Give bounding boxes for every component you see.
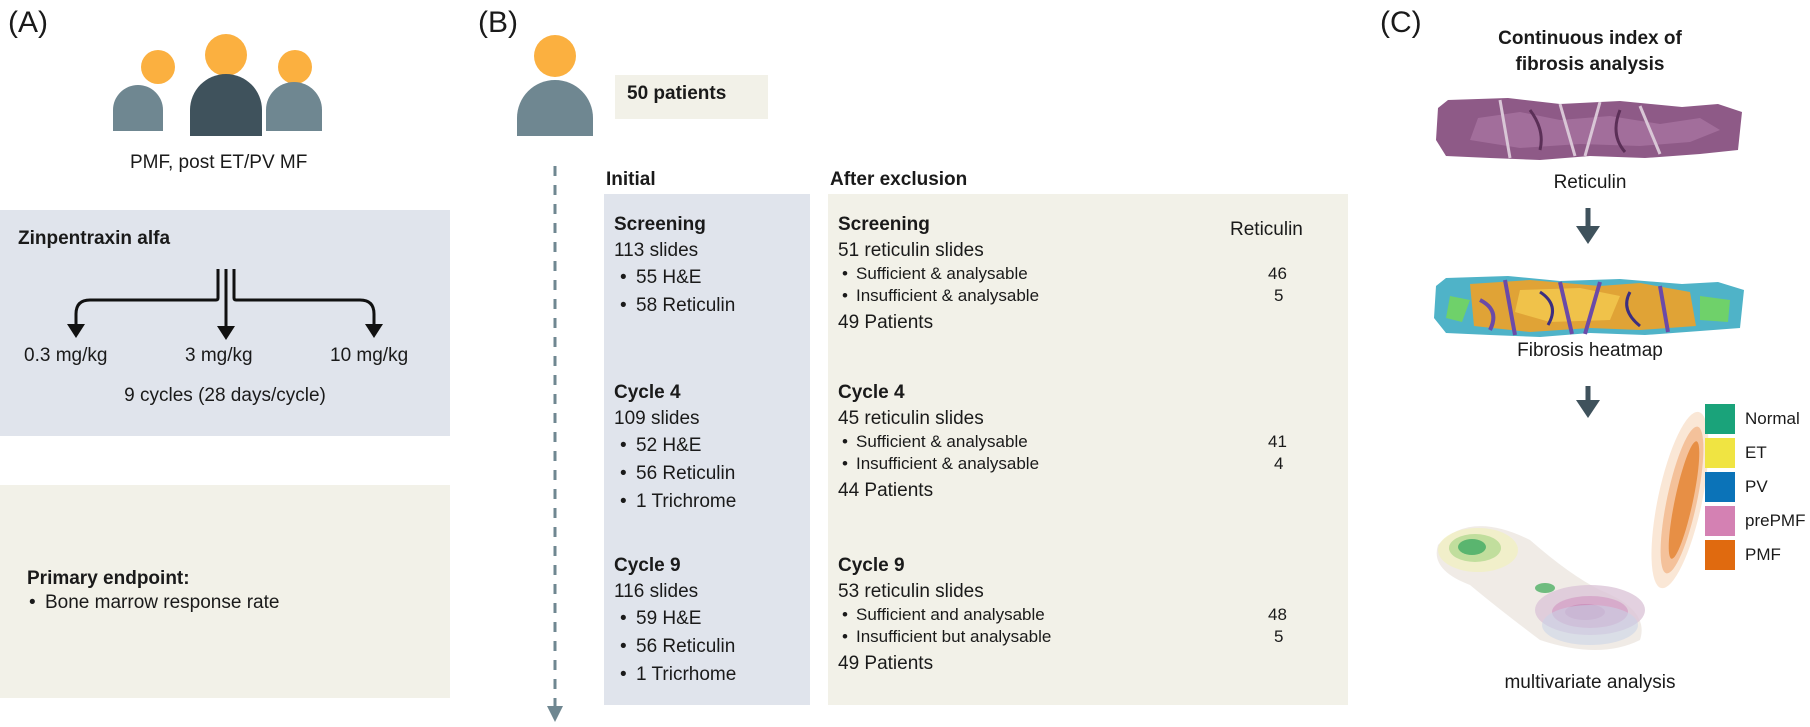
heatmap-step-label: Fibrosis heatmap <box>1517 340 1663 361</box>
legend-swatch <box>1705 472 1735 502</box>
dose-mid: 3 mg/kg <box>185 345 253 366</box>
cycles-label: 9 cycles (28 days/cycle) <box>124 385 326 406</box>
list-item: Insufficient & analysable <box>838 286 1039 305</box>
legend-item-normal: Normal <box>1705 402 1805 436</box>
legend-swatch <box>1705 506 1735 536</box>
legend-item-et: ET <box>1705 436 1805 470</box>
after-cycle4: Cycle 4 45 reticulin slides Sufficient &… <box>838 382 1338 502</box>
list-item: 1 Tricrhome <box>614 661 804 689</box>
legend-item-pmf: PMF <box>1705 538 1805 572</box>
dose-high: 10 mg/kg <box>330 345 409 366</box>
list-item: Sufficient & analysable <box>838 264 1028 283</box>
patients-count: 50 patients <box>627 83 727 104</box>
patients-box <box>615 75 768 119</box>
list-item: Sufficient and analysable <box>838 605 1045 624</box>
legend-swatch <box>1705 404 1735 434</box>
multivariate-density-plot <box>1436 411 1709 650</box>
legend-swatch <box>1705 540 1735 570</box>
list-item: Sufficient & analysable <box>838 432 1028 451</box>
panel-b-label: (B) <box>478 6 518 39</box>
reticulin-slide-image <box>1436 98 1742 160</box>
count-value: 41 <box>1268 432 1287 451</box>
list-item: 56 Reticulin <box>614 460 804 488</box>
reticulin-column-header: Reticulin <box>1230 219 1303 240</box>
population-label: PMF, post ET/PV MF <box>130 152 308 173</box>
count-value: 46 <box>1268 264 1287 283</box>
timeline-arrowhead <box>547 706 563 722</box>
list-item: Insufficient & analysable <box>838 454 1039 473</box>
fibrosis-heatmap-image <box>1434 276 1744 337</box>
legend-swatch <box>1705 438 1735 468</box>
endpoint-item: Bone marrow response rate <box>23 592 1810 614</box>
patient-group-icon <box>113 34 322 136</box>
initial-screening: Screening 113 slides 55 H&E 58 Reticulin <box>614 214 804 320</box>
reticulin-step-label: Reticulin <box>1553 172 1627 193</box>
count-value: 48 <box>1268 605 1287 624</box>
legend: Normal ET PV prePMF PMF <box>1705 402 1805 572</box>
legend-item-prepmf: prePMF <box>1705 504 1805 538</box>
after-exclusion-header: After exclusion <box>830 169 968 190</box>
list-item: Insufficient but analysable <box>838 627 1051 646</box>
panel-c-label: (C) <box>1380 6 1422 39</box>
count-value: 5 <box>1274 286 1284 305</box>
count-value: 5 <box>1274 627 1284 646</box>
drug-name: Zinpentraxin alfa <box>18 228 171 249</box>
list-item: 1 Trichrome <box>614 488 804 516</box>
after-screening: Screening 51 reticulin slides Sufficient… <box>838 214 1338 334</box>
panel-c-title: Continuous index of fibrosis analysis <box>1498 28 1682 75</box>
initial-cycle9: Cycle 9 116 slides 59 H&E 56 Reticulin 1… <box>614 555 804 689</box>
endpoint-title: Primary endpoint: <box>27 568 190 589</box>
list-item: 52 H&E <box>614 432 804 460</box>
multivariate-step-label: multivariate analysis <box>1504 672 1676 693</box>
panel-a-label: (A) <box>8 6 48 39</box>
list-item: 58 Reticulin <box>614 292 804 320</box>
after-cycle9: Cycle 9 53 reticulin slides Sufficient a… <box>838 555 1338 675</box>
single-patient-icon <box>517 35 593 136</box>
list-item: 59 H&E <box>614 605 804 633</box>
initial-header: Initial <box>606 169 656 190</box>
legend-item-pv: PV <box>1705 470 1805 504</box>
dose-low: 0.3 mg/kg <box>24 345 108 366</box>
initial-cycle4: Cycle 4 109 slides 52 H&E 56 Reticulin 1… <box>614 382 804 516</box>
count-value: 4 <box>1274 454 1284 473</box>
list-item: 55 H&E <box>614 264 804 292</box>
list-item: 56 Reticulin <box>614 633 804 661</box>
dose-arrows <box>74 269 376 328</box>
